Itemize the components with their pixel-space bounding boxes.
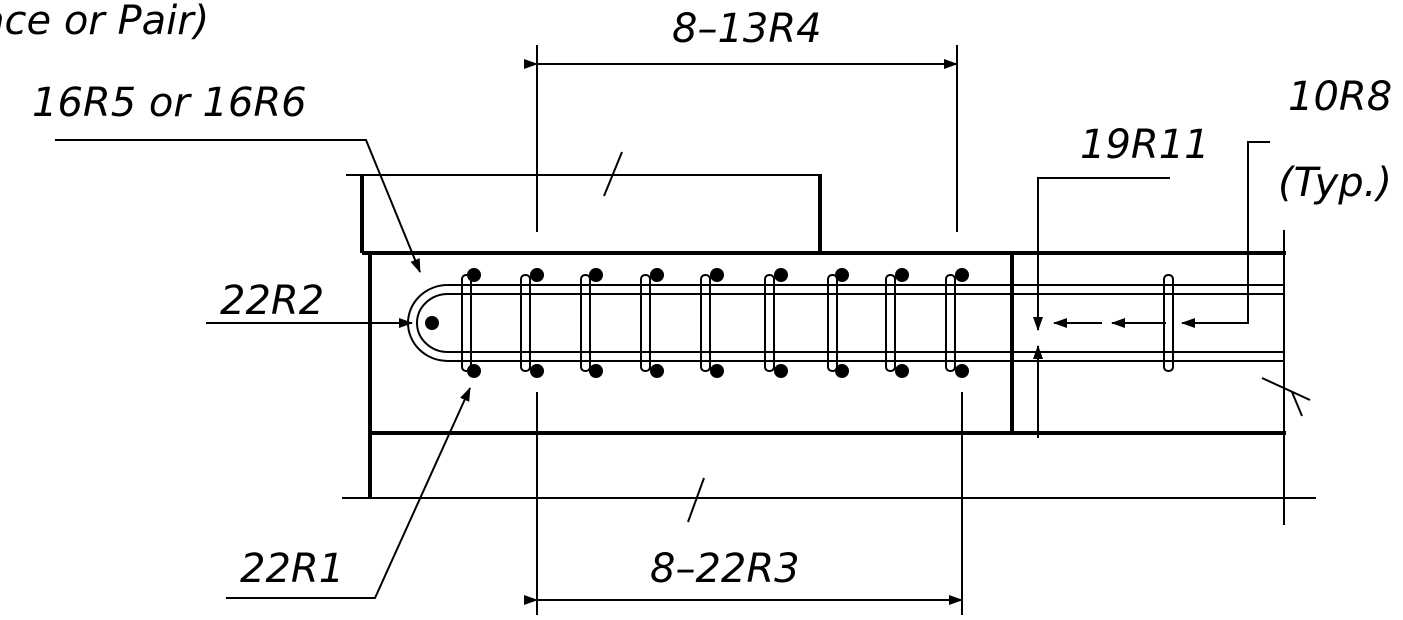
top-rebar-label: 8–13R4 (672, 6, 822, 52)
leader-lines (55, 139, 1270, 599)
break-marks (603, 151, 1311, 523)
rebar-dots (425, 268, 969, 378)
typ-bar-label: 10R8 (1288, 74, 1392, 120)
hook-bar-label: 16R5 or 16R6 (32, 80, 307, 126)
partial-top-label: ace or Pair) (0, 0, 209, 44)
beam-outline (342, 174, 1316, 525)
dimension-lines (524, 45, 963, 615)
corner-bar-label: 22R2 (220, 278, 324, 324)
stirrups (461, 274, 1174, 372)
stirrup-bar-label: 19R11 (1080, 122, 1210, 168)
bottom-rebar-label: 8–22R3 (650, 546, 800, 592)
bottom-corner-bar-label: 22R1 (240, 546, 344, 592)
typ-note-label: (Typ.) (1278, 160, 1392, 206)
